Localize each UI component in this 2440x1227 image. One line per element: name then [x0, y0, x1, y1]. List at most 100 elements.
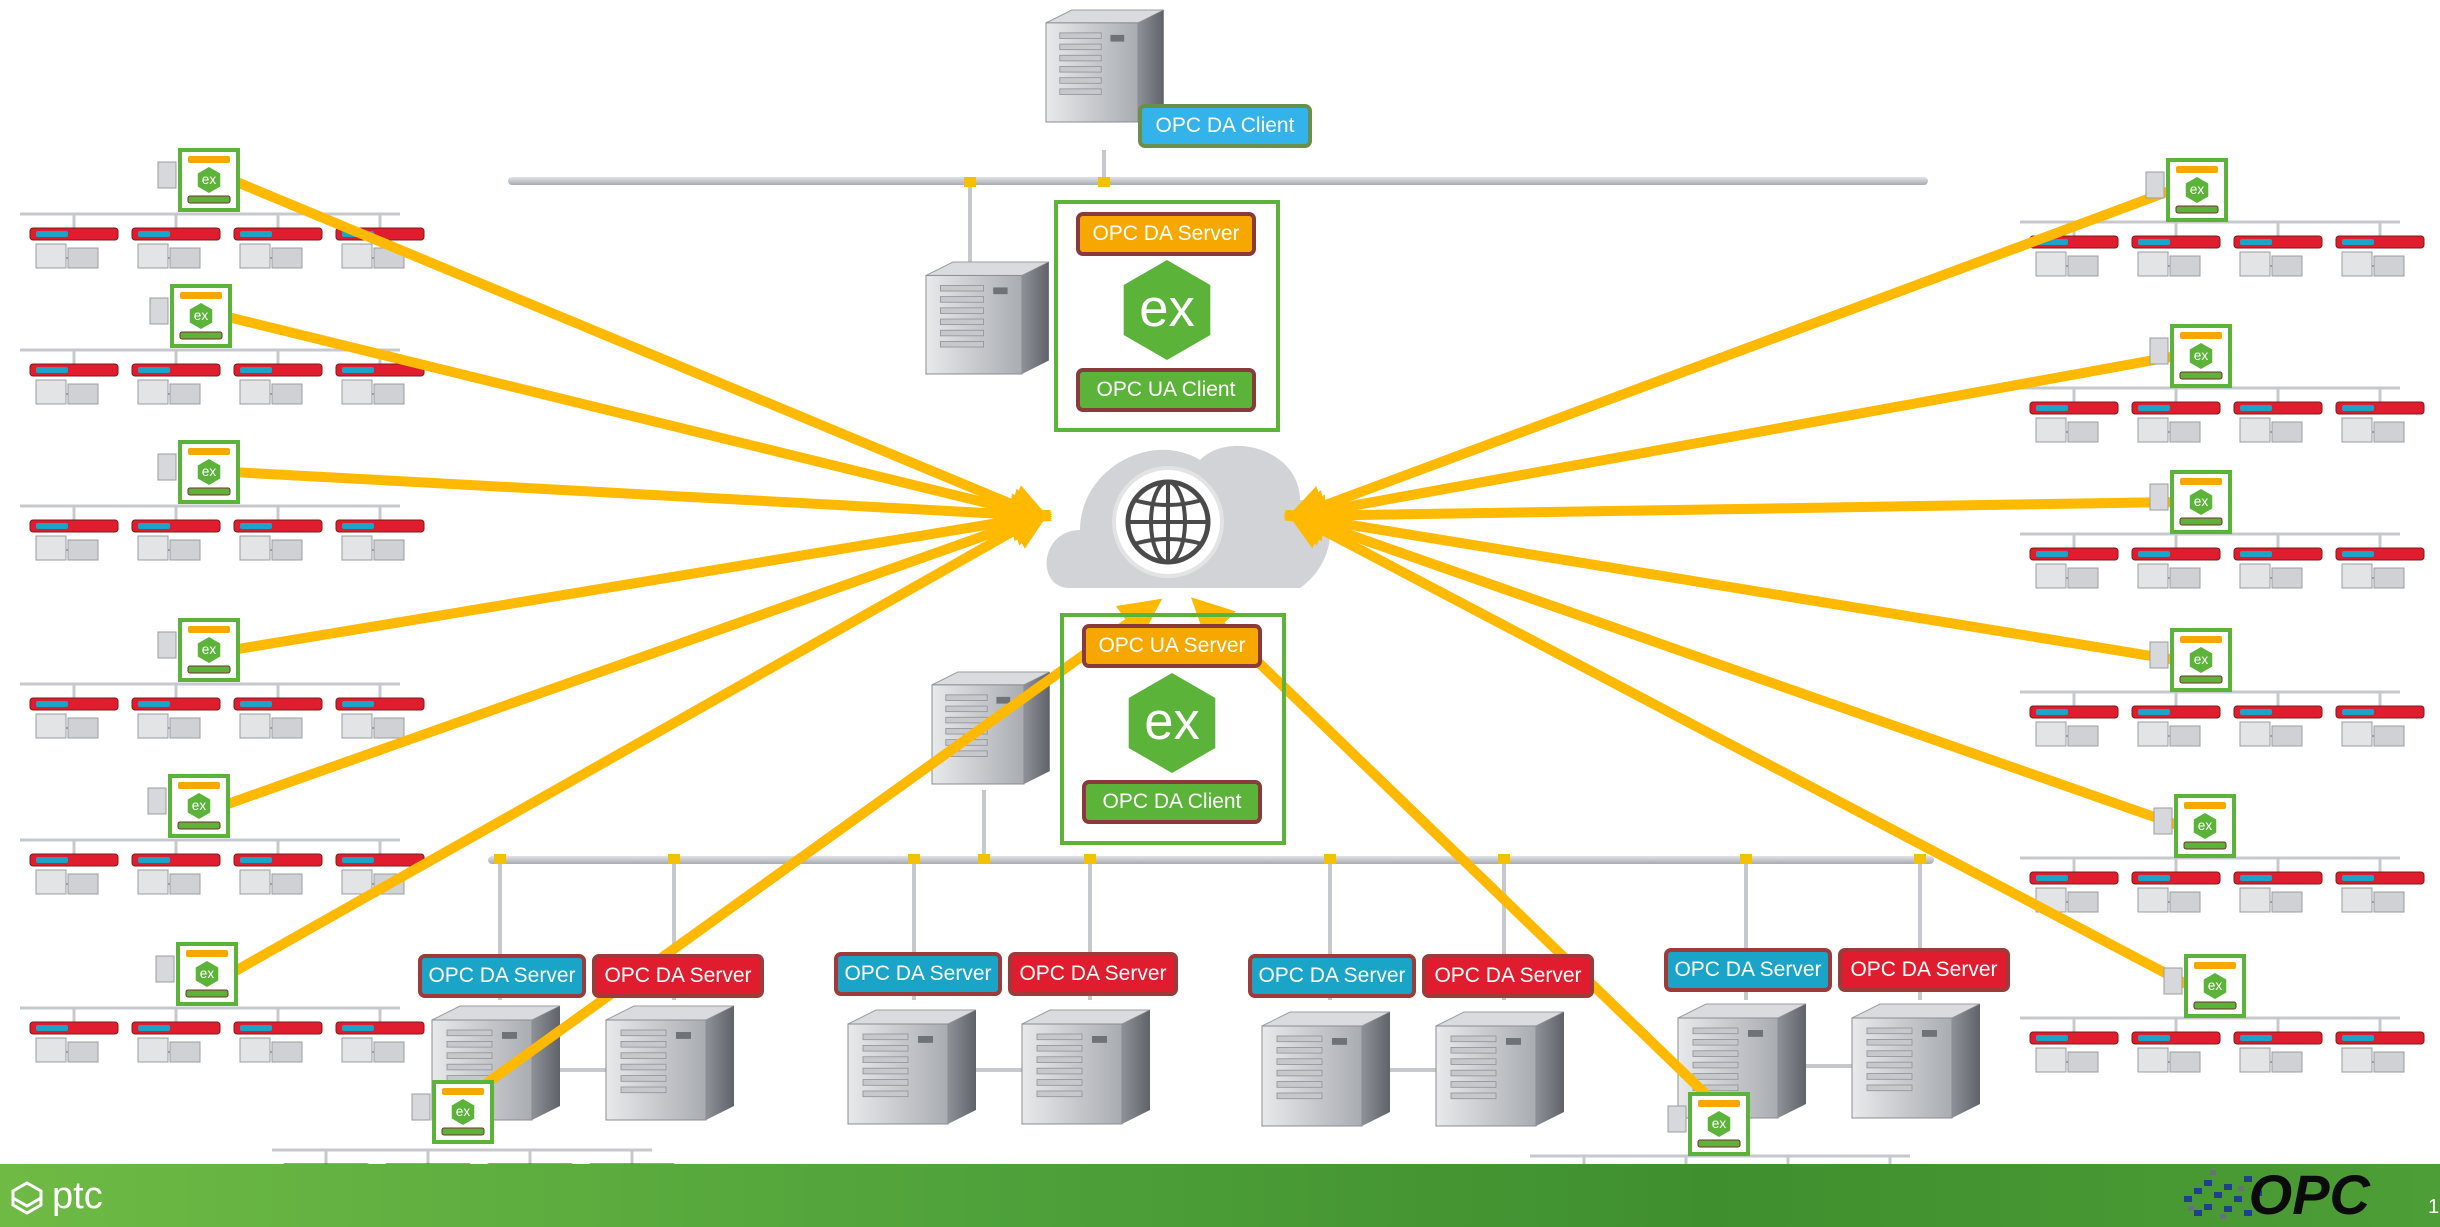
ex-logo-icon: ex: [197, 637, 221, 663]
plc-device-icon: [335, 1021, 425, 1063]
arrow-icon: [1283, 494, 2181, 537]
arrow-icon: [227, 467, 1053, 536]
bus-node: [1324, 854, 1336, 864]
lower-kepware-box: [1060, 613, 1286, 845]
server-icon: [605, 1005, 735, 1121]
opc-logo-pattern-icon: [2184, 1170, 2262, 1219]
server-label: OPC DA Server: [834, 952, 1002, 996]
bus-node: [668, 854, 680, 864]
ex-logo-icon: ex: [2203, 973, 2227, 999]
top-client-label: OPC DA Client: [1138, 104, 1312, 148]
plc-device-icon: [29, 1021, 119, 1063]
server-icon: [1435, 1011, 1565, 1127]
ex-logo-icon: ex: [197, 167, 221, 193]
edge-gateway-icon: ex: [149, 284, 232, 348]
edge-gateway-icon: ex: [2149, 628, 2232, 692]
plc-device-icon: [2233, 1031, 2323, 1073]
server-label: OPC DA Server: [1248, 954, 1416, 998]
edge-gateway-icon: ex: [155, 942, 238, 1006]
plc-device-icon: [29, 227, 119, 269]
server-icon: [847, 1009, 977, 1125]
server-label: OPC DA Server: [1008, 952, 1178, 996]
ex-logo-text: ex: [2194, 348, 2209, 363]
server-label: OPC DA Server: [592, 954, 764, 998]
ex-logo-icon: ex: [197, 459, 221, 485]
plc-device-icon: [2335, 1031, 2425, 1073]
ex-logo-text: ex: [194, 308, 209, 323]
ptc-brand-text: ptc: [52, 1175, 103, 1217]
plc-device-icon: [335, 363, 425, 405]
plc-cluster: [2020, 690, 2425, 747]
server-label: OPC DA Server: [1422, 954, 1594, 998]
plc-device-icon: [2335, 871, 2425, 913]
edge-gateway-icon: ex: [2153, 794, 2236, 858]
plc-device-icon: [233, 853, 323, 895]
plc-device-icon: [2131, 705, 2221, 747]
server-label: OPC DA Server: [1664, 948, 1832, 992]
edge-gateway-icon: ex: [157, 148, 240, 212]
ex-logo-icon: ex: [1707, 1111, 1731, 1137]
ex-logo-icon: ex: [189, 303, 213, 329]
plc-device-icon: [2335, 401, 2425, 443]
opc-logo-text: OPC: [2248, 1163, 2370, 1226]
plc-cluster: [20, 1006, 425, 1063]
plc-device-icon: [2335, 705, 2425, 747]
network-buses: [488, 150, 1934, 1072]
plc-cluster: [20, 504, 425, 561]
plc-cluster: [2020, 1016, 2425, 1073]
plc-cluster: [2020, 856, 2425, 913]
plc-device-icon: [131, 1021, 221, 1063]
ex-logo-text: ex: [1139, 279, 1194, 338]
plc-cluster: [20, 838, 425, 895]
cloud-icon: [1046, 445, 1330, 588]
plc-device-icon: [29, 363, 119, 405]
arrow-icon: [461, 598, 1163, 1103]
ex-logo-text: ex: [2190, 182, 2205, 197]
plc-device-icon: [2029, 705, 2119, 747]
ex-logo-text: ex: [2194, 652, 2209, 667]
server-icon: [931, 671, 1050, 785]
plc-device-icon: [29, 697, 119, 739]
top-bus: [508, 177, 1928, 185]
plc-cluster: [2020, 532, 2425, 589]
plc-device-icon: [2233, 871, 2323, 913]
ptc-logo-icon: [11, 1181, 43, 1215]
plc-device-icon: [131, 519, 221, 561]
ptc-brand: ptc: [10, 1176, 103, 1216]
ex-logo-icon: ex: [2185, 177, 2209, 203]
edge-gateway-icon: ex: [1667, 1092, 1750, 1156]
opc-logo: OPC: [2180, 1166, 2390, 1224]
connection-arrows: [217, 175, 2195, 1109]
plc-device-icon: [2029, 547, 2119, 589]
plc-device-icon: [131, 227, 221, 269]
arrow-icon: [1283, 351, 2181, 532]
plc-device-icon: [233, 519, 323, 561]
ex-logo-text: ex: [1144, 692, 1199, 751]
server-icon: [1021, 1009, 1151, 1125]
plc-cluster: [2020, 386, 2425, 443]
ex-logo-icon: ex: [2189, 489, 2213, 515]
ex-logo-text: ex: [2198, 818, 2213, 833]
ex-logo-text: ex: [2208, 978, 2223, 993]
ex-logo-text: ex: [2194, 494, 2209, 509]
arrow-icon: [227, 500, 1053, 655]
arrow-icon: [1190, 597, 1721, 1109]
server-icon: [1045, 9, 1164, 123]
plc-device-icon: [335, 519, 425, 561]
edge-gateway-icon: ex: [2149, 470, 2232, 534]
plc-device-icon: [2131, 547, 2221, 589]
plc-device-icon: [29, 853, 119, 895]
plc-device-icon: [2233, 401, 2323, 443]
bus-node: [1498, 854, 1510, 864]
bus-node: [978, 854, 990, 864]
server-icon: [925, 261, 1050, 375]
edge-gateway-icon: ex: [2149, 324, 2232, 388]
plc-device-icon: [131, 697, 221, 739]
ex-logo-text: ex: [202, 172, 217, 187]
plc-cluster: [20, 212, 425, 269]
plc-device-icon: [2233, 547, 2323, 589]
ex-logo-text: ex: [202, 464, 217, 479]
server-computers: [431, 9, 1981, 1127]
bottom-bus: [488, 856, 1934, 864]
